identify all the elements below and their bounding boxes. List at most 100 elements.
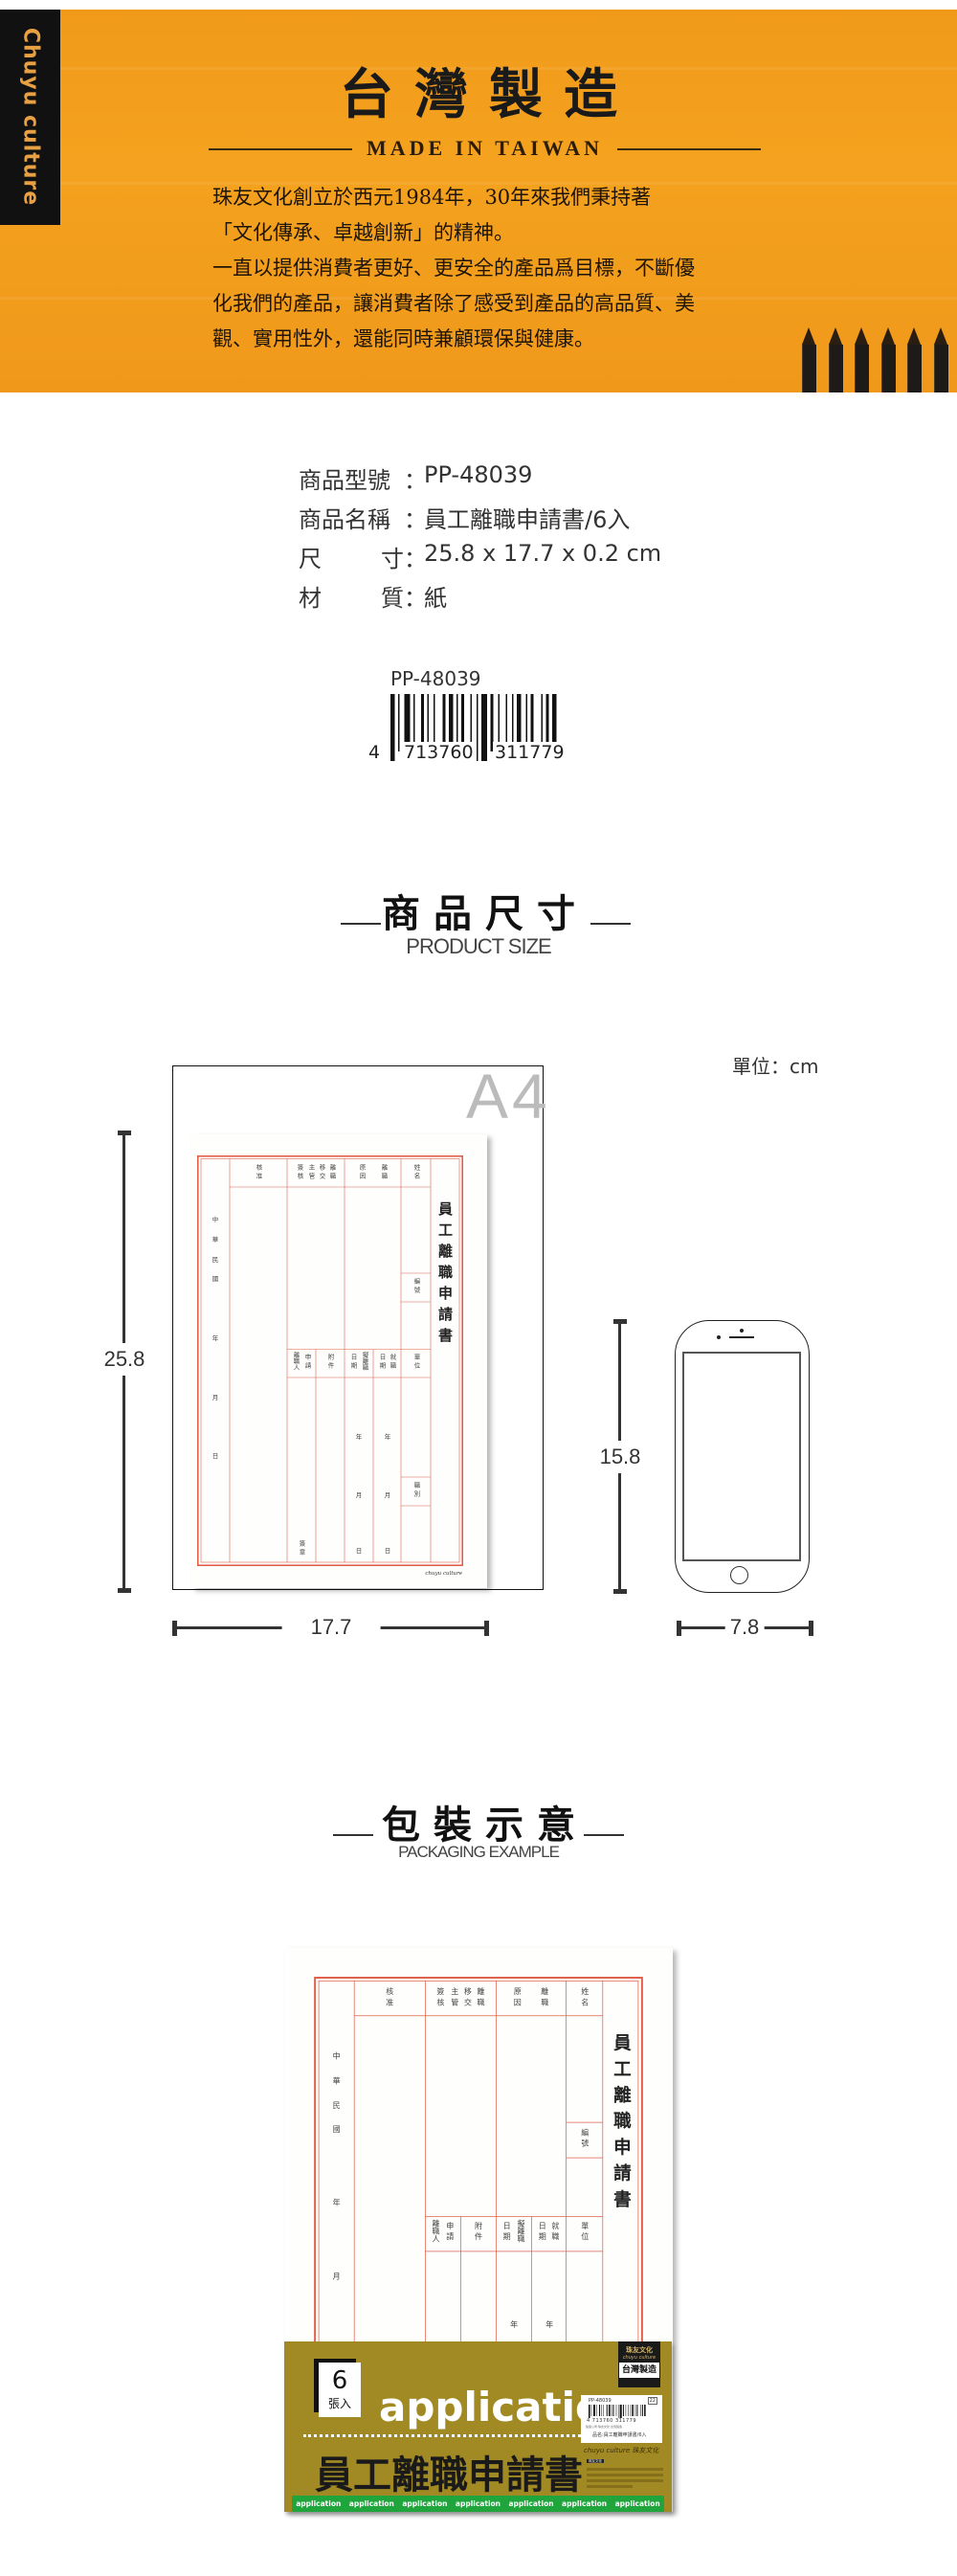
- resignation-form: 核准 簽核 主管 移交 離職 原因 離職 姓名 編號 單位 職別 就職 日期 擬…: [197, 1155, 463, 1577]
- form-month: 月: [385, 1491, 391, 1499]
- divider: [209, 148, 352, 150]
- form-label-applicant: 離職人: [432, 2219, 440, 2243]
- paragraph-line: 化我們的產品，讓消費者除了感受到產品的高品質、美: [212, 292, 695, 315]
- form-roc: 中: [212, 1215, 219, 1223]
- barcode-bar: [552, 694, 557, 751]
- barcode-bar: [592, 2405, 596, 2416]
- form-day: 日: [385, 1547, 391, 1555]
- barcode-bar: [634, 2405, 636, 2416]
- form-label-number: 編號: [581, 2127, 590, 2149]
- form-label-applicant: 申請: [446, 2221, 455, 2243]
- barcode-bar: [545, 694, 549, 751]
- barcode-bar: [615, 2405, 617, 2416]
- barcode-bar: [427, 694, 429, 751]
- barcode-bar: [517, 694, 522, 751]
- form-label-handover: 簽核: [296, 1163, 303, 1181]
- pencil-icon: [881, 327, 896, 392]
- form-label-start-date: 就職: [389, 1353, 396, 1371]
- form-roc: 華: [333, 2075, 341, 2085]
- form-label-applicant: 離職人: [292, 1351, 300, 1371]
- barcode-bar: [390, 694, 395, 761]
- info-label-a: 尺: [299, 546, 322, 572]
- info-label: 商品名稱: [299, 506, 390, 533]
- banner-title: 台灣製造: [340, 63, 638, 126]
- barcode-bar: [589, 2405, 590, 2418]
- band-brand-line: chuyu culture 珠友文化: [584, 2447, 659, 2454]
- barcode-bar: [442, 694, 446, 751]
- form-label-approve: 核准: [386, 1986, 394, 2008]
- a4-label: A4: [466, 1061, 551, 1131]
- barcode-icon: [589, 2405, 646, 2418]
- section-subtitle-packaging: PACKAGING EXAMPLE: [398, 1843, 560, 1861]
- phone-home-button: [730, 1566, 748, 1584]
- banner-subtitle-text: MADE IN TAIWAN: [366, 136, 604, 160]
- barcode-bar: [601, 2405, 602, 2416]
- divider: [584, 1834, 624, 1836]
- form-roc: 民: [333, 2101, 341, 2110]
- form-label-reason: 離職: [541, 1986, 549, 2008]
- barcode-bar: [640, 2405, 641, 2416]
- divider: [333, 1834, 373, 1836]
- form-label-attachment: 附件: [326, 1353, 334, 1371]
- barcode-bar: [434, 694, 435, 751]
- form-label-name: 姓名: [581, 1986, 590, 2008]
- dotted-divider: [303, 2434, 586, 2437]
- form-label-start-date: 日期: [538, 2222, 546, 2243]
- form-label-start-date: 就職: [551, 2221, 560, 2243]
- package-product-title: 員工離職申請書: [315, 2453, 583, 2498]
- application-strip: application application application appl…: [292, 2496, 664, 2512]
- form-roc-month: 月: [212, 1394, 219, 1401]
- band-fine-print: 珠友文化: [587, 2459, 663, 2488]
- barcode-bar: [603, 2405, 604, 2416]
- form-label-approve: 核准: [255, 1163, 262, 1181]
- strip-word: application: [296, 2499, 342, 2508]
- barcode-digit: 713760: [402, 742, 476, 763]
- divider: [590, 923, 631, 925]
- info-label: 材質: [299, 579, 404, 613]
- form-label-sign: 簽章: [298, 1539, 305, 1557]
- pencil-icon: [829, 327, 843, 392]
- form-label-position: 職別: [412, 1481, 420, 1499]
- barcode-bar: [470, 694, 472, 751]
- phone-icon: [675, 1320, 810, 1593]
- form-label-reason: 原因: [513, 1987, 522, 2008]
- section-title-size: 商品尺寸: [382, 892, 589, 936]
- barcode-bar: [599, 2405, 601, 2416]
- info-label-b: 寸: [381, 546, 404, 572]
- form-label-handover: 移交: [463, 1986, 472, 2008]
- barcode-bar: [641, 2405, 643, 2416]
- form-label-handover: 移交: [318, 1163, 325, 1181]
- barcode-bar: [461, 694, 464, 751]
- barcode-bar: [608, 2405, 611, 2416]
- dimension-cap: [484, 1621, 489, 1636]
- form-year: 年: [385, 1432, 391, 1441]
- info-value: 25.8 x 17.7 x 0.2 cm: [424, 540, 662, 567]
- info-colon: ：: [404, 506, 427, 533]
- barcode-digit: 4: [367, 742, 383, 763]
- form-brand: chuyu culture: [425, 1571, 462, 1577]
- info-value: 員工離職申請書/6入: [424, 506, 631, 533]
- phone-camera: [740, 1329, 744, 1333]
- form-roc-year: 年: [212, 1333, 219, 1342]
- form-roc-month: 月: [333, 2272, 341, 2280]
- barcode-bar: [628, 2405, 629, 2416]
- section-title-packaging: 包裝示意: [382, 1803, 589, 1848]
- form-label-applicant: 申請: [303, 1353, 311, 1371]
- barcode-label: PP-48039: [390, 667, 481, 690]
- package-barcode-label: PP-48039 22 4 713760 311779 製造公司:珠友文化 台灣…: [581, 2395, 662, 2443]
- label-number: 22: [647, 2397, 657, 2405]
- form-roc: 中: [333, 2050, 341, 2060]
- paragraph-line: 「文化傳承、卓越創新」的精神。: [212, 221, 514, 244]
- info-colon: ：: [404, 467, 427, 494]
- width-label: 17.7: [281, 1611, 381, 1644]
- dimension-cap: [118, 1588, 131, 1593]
- form-roc: 國: [212, 1275, 219, 1283]
- form-sheet-package: 核准 簽核 主管 移交 離職 原因 離職 姓名 編號 單位 就職 日期 擬離職 …: [314, 1977, 643, 2498]
- package-header-band: 6 張入 application 員工離職申請書 珠友文化 chuyu cult…: [284, 2341, 672, 2512]
- form-year: 年: [510, 2319, 518, 2329]
- info-colon: ：: [404, 546, 427, 572]
- banner-subtitle: MADE IN TAIWAN: [209, 129, 761, 168]
- strip-word: application: [508, 2499, 554, 2508]
- barcode-bar: [632, 2405, 634, 2416]
- form-label-reason: 離職: [380, 1163, 388, 1181]
